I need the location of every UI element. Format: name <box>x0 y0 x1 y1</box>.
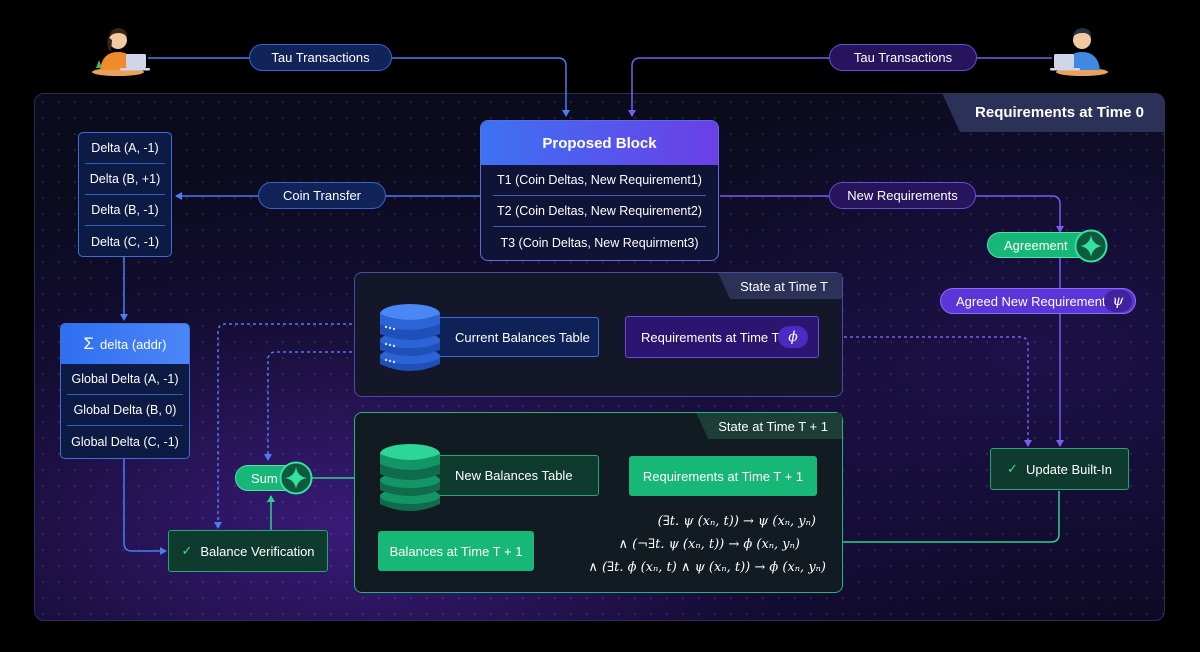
global-delta-label: Global Delta (C, -1) <box>71 434 179 449</box>
formula-text: ∧ (∃t. ϕ (xₙ, t) ∧ ψ (xₙ, t)) → ϕ (xₙ, y… <box>588 560 826 575</box>
update-builtin-label: Update Built-In <box>1025 461 1112 477</box>
balance-verification-label: Balance Verification <box>200 543 315 559</box>
requirements-time-t1-label: Requirements at Time T + 1 <box>642 468 804 484</box>
agreed-requirement-label: Agreed New Requirement <box>956 293 1106 309</box>
new-balances-table: New Balances Table <box>420 455 599 496</box>
psi-symbol-text: ψ <box>1112 293 1124 309</box>
current-balances-table: Current Balances Table <box>420 317 599 357</box>
requirements-time-t1-box: Requirements at Time T + 1 <box>629 456 817 496</box>
new-requirements-label: New Requirements <box>847 188 958 203</box>
check-icon: ✓ <box>181 543 193 558</box>
coin-transfer-label: Coin Transfer <box>282 188 362 203</box>
proposed-block-title: Proposed Block <box>542 134 657 152</box>
sigma-delta-box: Σ delta (addr) Global Delta (A, -1) Glob… <box>60 323 190 459</box>
requirements-time0-tab: Requirements at Time 0 <box>942 93 1165 132</box>
proposed-block-header: Proposed Block <box>481 121 718 165</box>
tau-transactions-right: Tau Transactions <box>829 44 977 71</box>
state-time-t1-label: State at Time T + 1 <box>718 418 828 434</box>
check-icon: ✓ <box>1007 461 1018 476</box>
phi-symbol-icon: ϕ <box>778 326 808 348</box>
delta-box: Delta (A, -1) Delta (B, +1) Delta (B, -1… <box>78 132 172 257</box>
proposed-block-item-label: T3 (Coin Deltas, New Requirment3) <box>500 235 699 250</box>
balances-time-t1-box: Balances at Time T + 1 <box>378 531 534 571</box>
coin-transfer-pill: Coin Transfer <box>258 182 386 209</box>
sum-label: Sum <box>251 470 278 486</box>
proposed-block-item: T1 (Coin Deltas, New Requirement1) <box>493 165 706 196</box>
sigma-delta-header: Σ delta (addr) <box>61 324 189 364</box>
delta-row-label: Delta (A, -1) <box>91 141 159 155</box>
state-time-t-tab: State at Time T <box>718 273 842 299</box>
proposed-block-item-label: T1 (Coin Deltas, New Requirement1) <box>497 173 702 187</box>
delta-row: Delta (B, -1) <box>85 195 165 226</box>
proposed-block: Proposed Block T1 (Coin Deltas, New Requ… <box>480 120 719 261</box>
global-delta-label: Global Delta (A, -1) <box>71 372 179 386</box>
agreed-requirement-pill: Agreed New Requirement <box>940 288 1136 314</box>
balances-time-t1-label: Balances at Time T + 1 <box>389 543 523 559</box>
delta-row-label: Delta (C, -1) <box>90 234 160 249</box>
sigma-delta-label: delta (addr) <box>100 336 167 352</box>
state-time-t-label: State at Time T <box>740 278 828 294</box>
agreement-label: Agreement <box>1004 237 1068 253</box>
tau-transactions-left: Tau Transactions <box>249 44 392 71</box>
proposed-block-item-label: T2 (Coin Deltas, New Requirement2) <box>497 204 702 218</box>
psi-symbol-icon: ψ <box>1104 290 1132 312</box>
new-balances-label: New Balances Table <box>455 468 573 483</box>
global-delta-row: Global Delta (B, 0) <box>67 395 183 426</box>
agreement-star-icon <box>1074 229 1108 263</box>
delta-row: Delta (C, -1) <box>85 226 165 257</box>
tau-transactions-right-label: Tau Transactions <box>853 50 953 65</box>
sigma-icon: Σ <box>83 334 95 353</box>
current-balances-label: Current Balances Table <box>455 329 590 345</box>
delta-row: Delta (B, +1) <box>85 164 165 195</box>
global-delta-row: Global Delta (C, -1) <box>67 426 183 457</box>
left-user-icon <box>90 22 152 76</box>
proposed-block-item: T3 (Coin Deltas, New Requirment3) <box>493 227 706 258</box>
formula-line: (∃t. ψ (xₙ, t)) → ψ (xₙ, yₙ) <box>560 514 816 529</box>
new-requirements-pill: New Requirements <box>829 182 976 209</box>
update-builtin-box: ✓ Update Built-In <box>990 448 1129 490</box>
database-green-icon <box>378 440 442 514</box>
right-user-icon <box>1048 22 1110 76</box>
balance-verification-box: ✓ Balance Verification <box>168 530 328 572</box>
requirements-time0-label: Requirements at Time 0 <box>975 104 1144 121</box>
tau-transactions-left-label: Tau Transactions <box>271 50 370 65</box>
formula-text: (∃t. ψ (xₙ, t)) → ψ (xₙ, yₙ) <box>657 514 816 529</box>
proposed-block-item: T2 (Coin Deltas, New Requirement2) <box>493 196 706 227</box>
delta-row-label: Delta (B, +1) <box>89 172 161 186</box>
global-delta-label: Global Delta (B, 0) <box>73 403 177 417</box>
requirements-time-t-label: Requirements at Time T <box>641 329 780 345</box>
global-delta-row: Global Delta (A, -1) <box>67 364 183 395</box>
sum-star-icon <box>279 461 313 495</box>
formula-text: ∧ (¬∃t. ψ (xₙ, t)) → ϕ (xₙ, yₙ) <box>618 537 800 552</box>
delta-row-label: Delta (B, -1) <box>91 203 159 217</box>
formula-line: ∧ (¬∃t. ψ (xₙ, t)) → ϕ (xₙ, yₙ) <box>560 537 800 552</box>
database-blue-icon <box>378 300 442 374</box>
state-time-t1-tab: State at Time T + 1 <box>696 413 842 439</box>
delta-row: Delta (A, -1) <box>85 133 165 164</box>
phi-symbol-text: ϕ <box>788 329 798 345</box>
formula-line: ∧ (∃t. ϕ (xₙ, t) ∧ ψ (xₙ, t)) → ϕ (xₙ, y… <box>560 560 826 575</box>
